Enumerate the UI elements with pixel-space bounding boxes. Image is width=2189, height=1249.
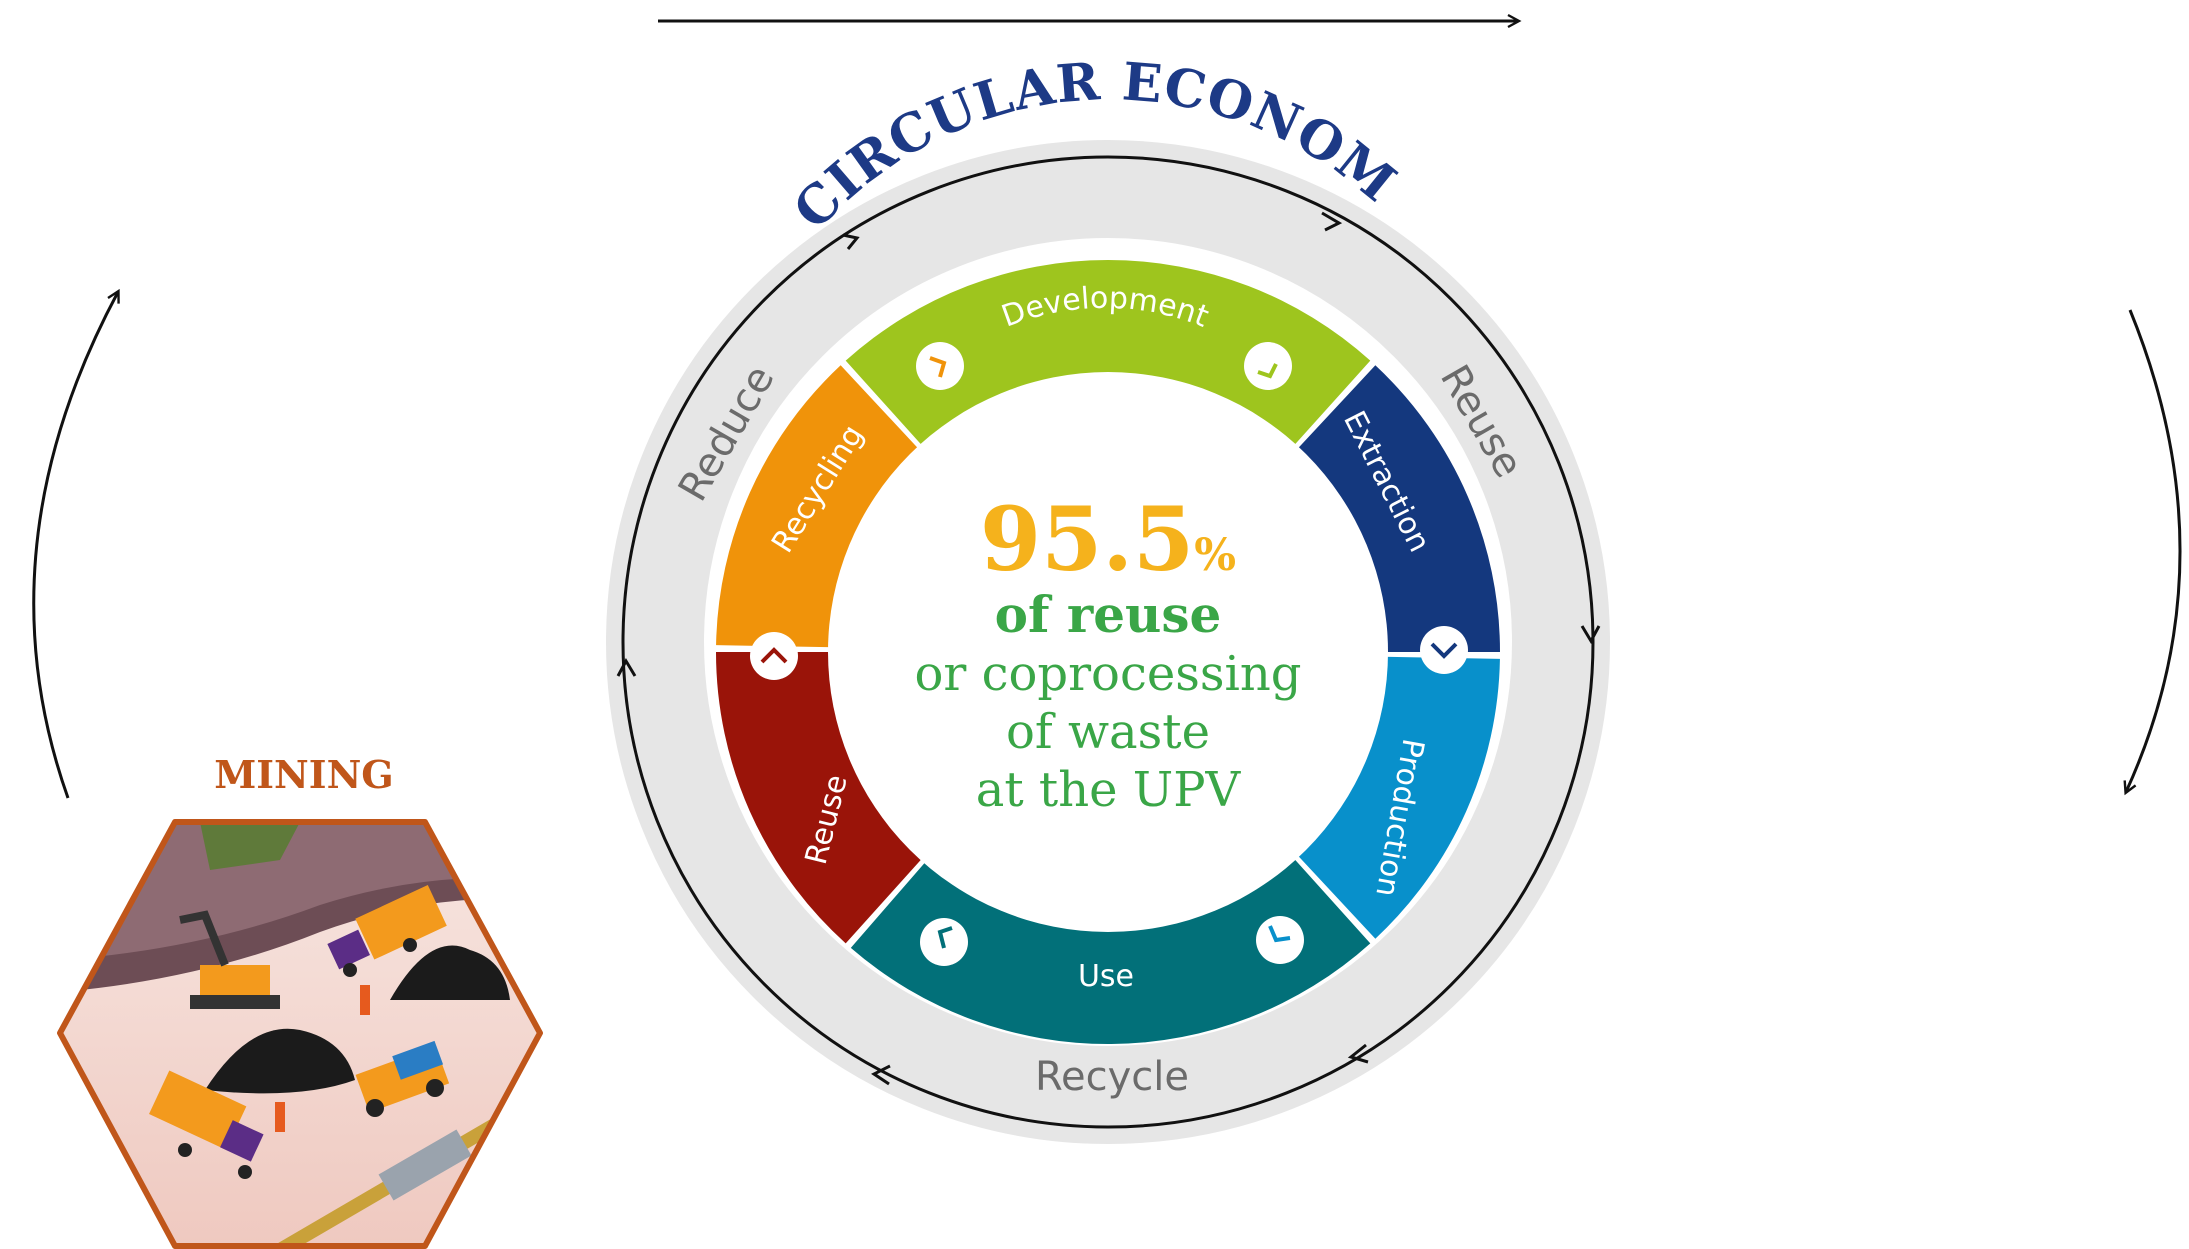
center-percentage: 95.5% bbox=[980, 487, 1236, 591]
center-bold-line: of reuse bbox=[995, 585, 1222, 644]
center-line-1: or coprocessing bbox=[915, 646, 1302, 702]
segment-extraction bbox=[1279, 365, 1500, 652]
badge-recycling-development bbox=[916, 342, 964, 390]
outer-label-recycle: Recycle bbox=[1035, 1054, 1189, 1100]
excavator bbox=[179, 910, 280, 1009]
right-flow-arc bbox=[2123, 309, 2182, 796]
dump-truck-1 bbox=[327, 884, 447, 977]
outer-ring-line bbox=[621, 155, 1595, 1129]
center-line-3: at the UPV bbox=[976, 762, 1242, 818]
dump-truck-2 bbox=[149, 1070, 264, 1179]
segment-recycling bbox=[716, 365, 937, 648]
badge-extraction-production bbox=[1420, 626, 1468, 674]
loader-truck bbox=[355, 1040, 450, 1117]
outer-ring bbox=[606, 140, 1610, 1144]
center-disc bbox=[828, 372, 1388, 932]
mining-hex-border bbox=[57, 819, 543, 1249]
ring-arrow-bottom-right bbox=[1347, 1043, 1369, 1064]
ring-arrow-right bbox=[1580, 625, 1601, 645]
segment-label-use: Use bbox=[1078, 959, 1134, 994]
ring-arrow-top-right bbox=[1321, 211, 1343, 232]
ring-arrow-left bbox=[616, 657, 637, 677]
badge-reuse-recycling bbox=[750, 632, 798, 680]
ring-arrow-bottom-left bbox=[871, 1064, 891, 1086]
left-flow-arc bbox=[32, 288, 120, 799]
badge-use-reuse bbox=[920, 918, 968, 966]
center-unit: % bbox=[1194, 530, 1236, 581]
segment-production bbox=[1279, 656, 1500, 939]
center-line-2: of waste bbox=[1006, 704, 1210, 760]
badge-development-extraction bbox=[1244, 342, 1292, 390]
mining-label: MINING bbox=[214, 752, 394, 797]
center-value: 95.5 bbox=[980, 487, 1194, 591]
worker-1 bbox=[360, 985, 370, 1015]
badge-production-use bbox=[1256, 916, 1304, 964]
rail-cart bbox=[378, 1129, 472, 1201]
mining-illustration bbox=[57, 819, 543, 1249]
segment-reuse bbox=[716, 652, 940, 944]
worker-2 bbox=[275, 1102, 285, 1132]
ring-arrow-top-left bbox=[842, 233, 860, 250]
